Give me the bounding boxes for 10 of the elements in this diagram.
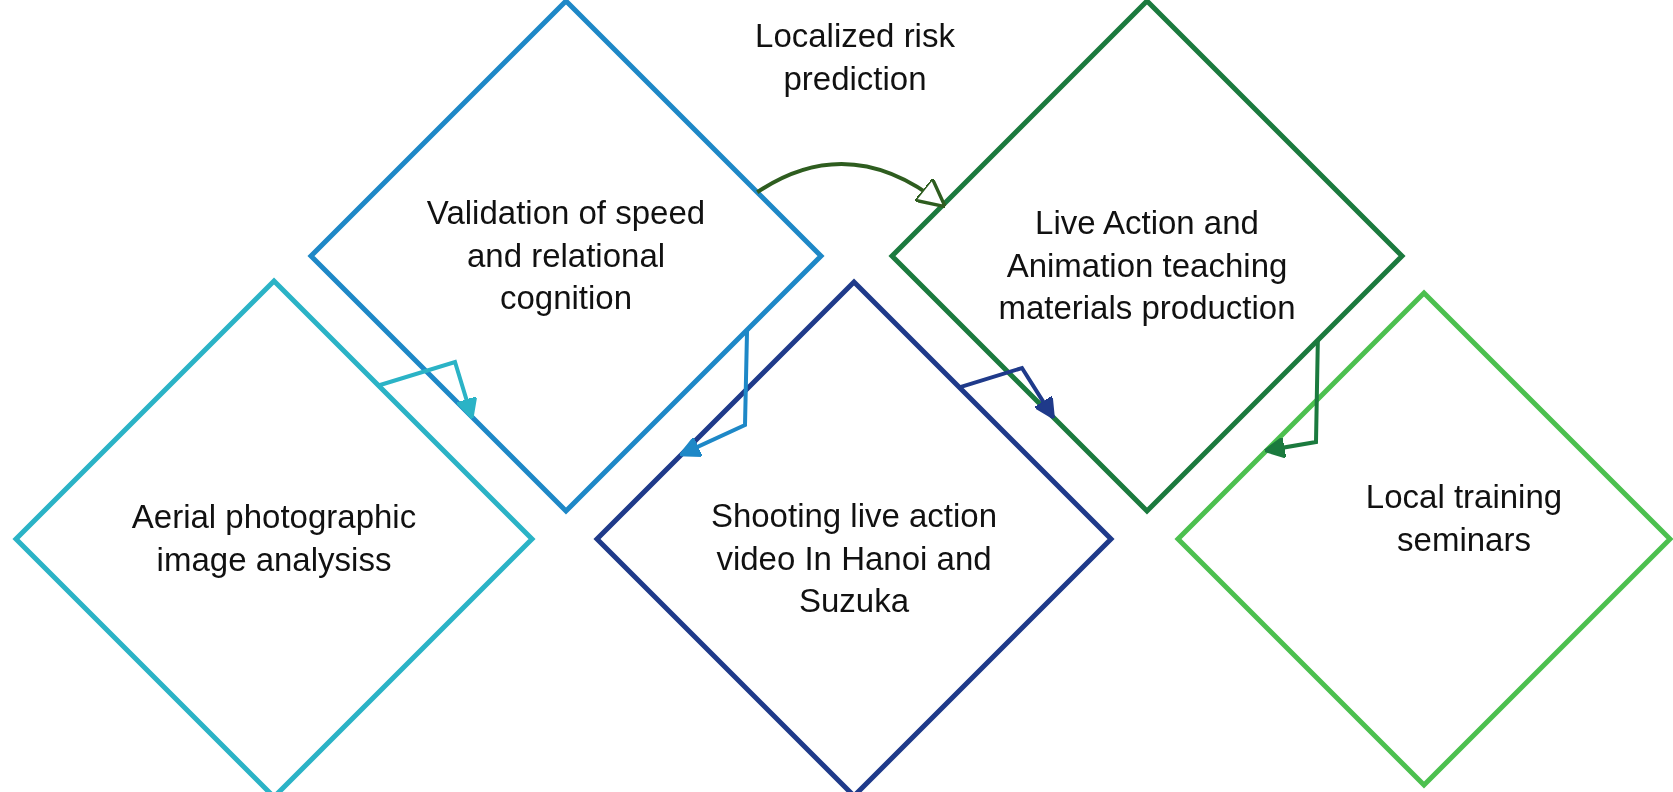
arrow <box>1263 340 1320 459</box>
node-label: Shooting live action video In Hanoi and Suzuka <box>709 495 999 622</box>
arrow <box>377 359 478 420</box>
node-label: Validation of speed and relational cognition <box>425 192 707 319</box>
arrow <box>756 162 947 209</box>
node-label: Live Action and Animation teaching materials production <box>997 202 1297 329</box>
node-label: Aerial photographic image analysiss <box>130 497 418 580</box>
arrow <box>958 365 1055 420</box>
arrow <box>678 329 750 457</box>
node-label: Local training seminars <box>1364 477 1564 560</box>
